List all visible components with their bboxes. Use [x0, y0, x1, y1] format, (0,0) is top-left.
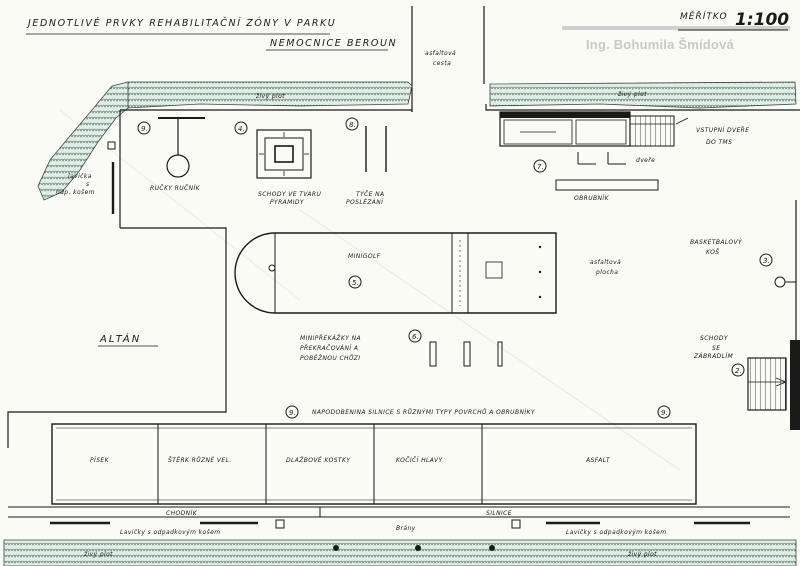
hedge-bottom-right: živý plot [627, 551, 657, 558]
marker-9a: 9. [289, 409, 296, 417]
obstacles-label-3: POBĚŽNOU CHŮZI [300, 354, 360, 362]
hedge-label-right: živý plot [617, 91, 647, 98]
bars-label: RUČKY RUČNÍK [150, 185, 201, 192]
hedge-left-diagonal [37, 81, 129, 201]
poles-label-2: POSLÉZÁNÍ [346, 198, 384, 206]
hedge-bottom-left: živý plot [83, 551, 113, 558]
gazebo-label: ALTÁN [99, 332, 141, 345]
title-line1: JEDNOTLIVÉ PRVKY REHABILITAČNÍ ZÓNY V PA… [26, 17, 336, 29]
scale-label: MĚŘÍTKO [680, 12, 728, 22]
surface-sand: PÍSEK [90, 457, 110, 464]
road-strip-label: SILNICE [486, 510, 512, 517]
road-label-2: cesta [433, 60, 451, 67]
surface-paving: DLAŽBOVÉ KOSTKY [286, 456, 351, 464]
marker-2: 3. [763, 257, 770, 265]
pyramid-label-2: PYRAMIDY [270, 199, 305, 206]
hedge-label-left: živý plot [255, 93, 285, 100]
stairs-label-2: SE [712, 345, 720, 352]
benches-bottom-left: Lavičky s odpadkovým košem [120, 529, 220, 536]
surface-gravel: ŠTĚRK RŮZNÉ VEL. [168, 456, 232, 464]
marker-3: 4. [238, 125, 245, 133]
basket-label-2: KOŠ [706, 249, 720, 256]
surfaces-title: NAPODOBENINA SILNICE S RŮZNÝMI TYPY POVR… [312, 409, 536, 416]
entrance-label-2: DO TMS [706, 139, 732, 146]
marker-6: 7. [537, 163, 544, 171]
hedge-top-left [127, 81, 413, 109]
poles-label-1: TYČE NA [356, 191, 385, 198]
marker-8: 9. [141, 125, 148, 133]
author-watermark: Ing. Bohumila Šmídová [586, 37, 734, 52]
asphalt-area-label-2: plocha [595, 269, 618, 276]
hedge-bottom [3, 539, 797, 566]
asphalt-area-label-1: asfaltová [590, 259, 621, 266]
obstacles-label-2: PŘEKRAČOVÁNÍ A [300, 344, 358, 352]
stairs-label-3: ZÁBRADLÍM [693, 353, 734, 360]
scale-value: 1:100 [735, 10, 790, 30]
hedge-top-right [489, 81, 797, 109]
benches-bottom-right: Lavičky s odpadkovým košem [566, 529, 666, 536]
obstacles-label-1: MINIPŘEKÁŽKY NA [300, 334, 361, 342]
marker-5: 6. [412, 333, 419, 341]
doors-label: dveře [636, 157, 655, 164]
marker-4: 5. [352, 279, 359, 287]
curb-label: OBRUBNÍK [574, 195, 610, 202]
sidewalk-label: CHODNÍK [166, 510, 198, 517]
entrance-label-1: VSTUPNÍ DVEŘE [696, 126, 749, 134]
stairs-label-1: SCHODY [700, 335, 729, 342]
road-label-1: asfaltová [425, 50, 456, 57]
surface-asphalt: ASFALT [585, 457, 611, 464]
marker-9b: 9. [661, 409, 668, 417]
basket-label-1: BASKETBALOVÝ [690, 239, 743, 246]
pyramid-label-1: SCHODY VE TVARU [258, 191, 321, 198]
bench-left-label-3: odp. košem [56, 189, 95, 196]
bench-left-label-1: lavička [68, 173, 92, 180]
minigolf-course [234, 232, 557, 314]
surface-cobbles: KOČIČÍ HLAVY [396, 457, 443, 464]
path-bottom-label: Brány [396, 525, 416, 532]
bench-left-label-2: s [86, 181, 90, 188]
marker-7: 8. [349, 121, 356, 129]
title-line2: NEMOCNICE BEROUN [270, 38, 397, 49]
minigolf-label: MINIGOLF [348, 253, 381, 260]
marker-1: 2. [735, 367, 742, 375]
